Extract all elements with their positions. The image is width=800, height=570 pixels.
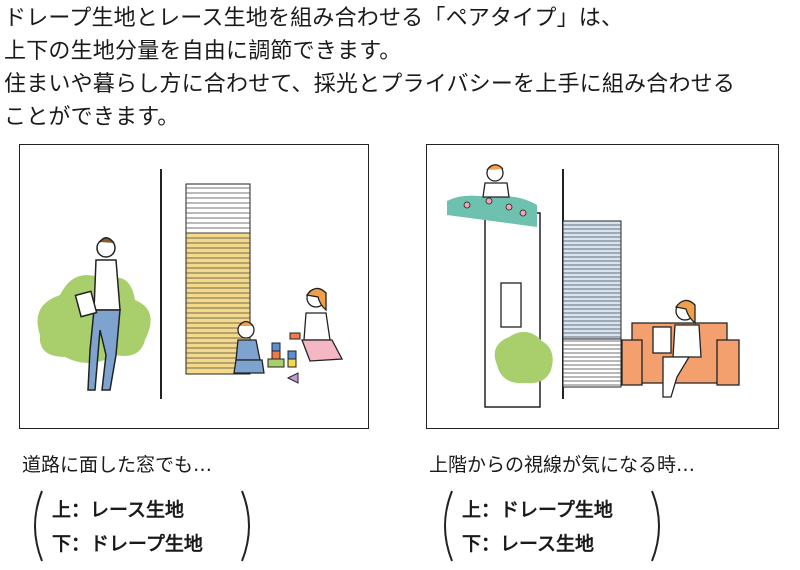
- parentheses: [34, 490, 250, 562]
- fabric-spec-upper-floor: 上：ドレープ生地 下：レース生地: [438, 487, 668, 565]
- caption-upper-floor: 上階からの視線が気になる時…: [429, 454, 696, 476]
- fabric-spec-street-window: 上：レース生地 下：ドレープ生地: [28, 487, 258, 565]
- caption-street-window: 道路に面した窓でも…: [22, 454, 213, 476]
- street-scene-drawing: [37, 169, 344, 399]
- blind-upper-floor: [562, 220, 622, 388]
- intro-line-2: 上下の生地分量を自由に調節できます。: [4, 39, 402, 64]
- intro-text: ドレープ生地とレース生地を組み合わせる「ペアタイプ」は、 上下の生地分量を自由に…: [4, 2, 800, 134]
- lower-fabric-label: 下：レース生地: [462, 533, 595, 555]
- intro-line-3: 住まいや暮らし方に合わせて、採光とプライバシーを上手に組み合わせる: [4, 72, 736, 97]
- man-figure: [74, 237, 121, 391]
- blind-street: [185, 183, 251, 375]
- intro-line-4: ことができます。: [4, 105, 180, 130]
- parentheses: [444, 490, 660, 562]
- mother-figure: [301, 287, 344, 362]
- intro-line-1: ドレープ生地とレース生地を組み合わせる「ペアタイプ」は、: [4, 6, 624, 31]
- reading-woman: [652, 299, 702, 398]
- upper-floor-scene-drawing: [447, 164, 740, 408]
- building-window: [500, 282, 522, 328]
- upper-fabric-label: 上：ドレープ生地: [462, 499, 613, 521]
- toy-blocks: [267, 332, 301, 384]
- child-figure: [233, 320, 265, 374]
- blind-slats: [563, 224, 621, 386]
- planter-flowers: [463, 197, 527, 217]
- balcony-person: [482, 164, 510, 198]
- lower-fabric-label: 下：ドレープ生地: [52, 533, 203, 555]
- bush-shape: [494, 331, 553, 384]
- illustration-street-window: [19, 144, 369, 429]
- upper-fabric-label: 上：レース生地: [52, 499, 185, 521]
- illustration-upper-floor-window: [426, 144, 779, 429]
- blind-slats: [186, 187, 250, 369]
